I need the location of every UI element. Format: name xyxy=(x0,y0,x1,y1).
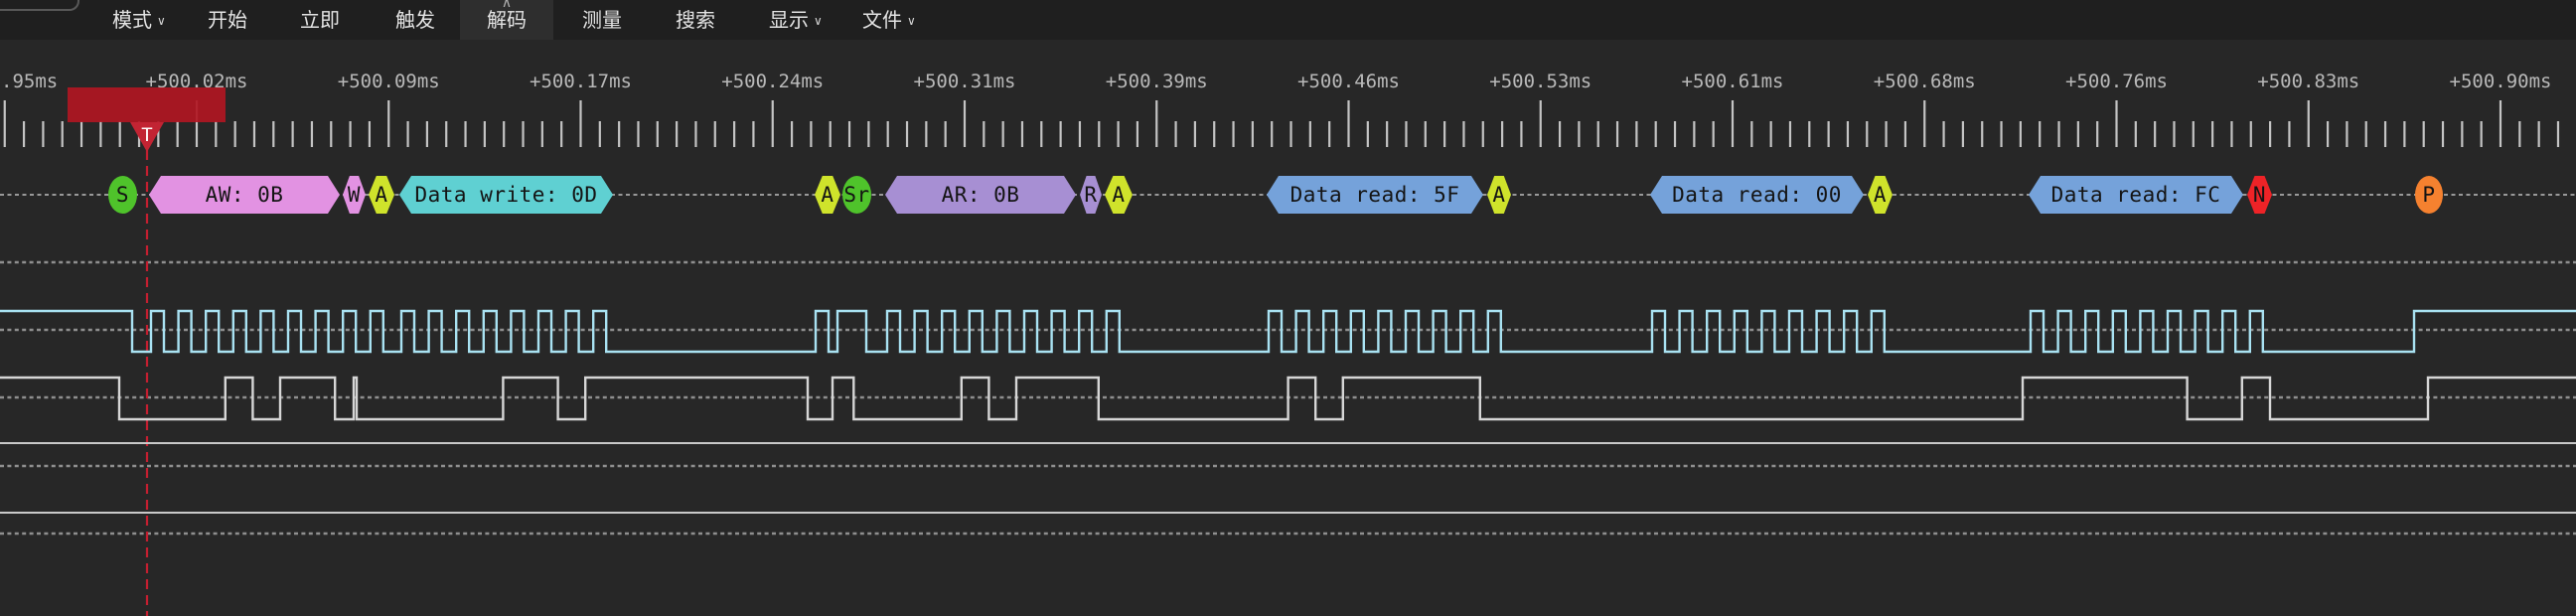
menu-item-start[interactable]: 开始 xyxy=(194,0,261,40)
active-tab-caret-icon: ∧ xyxy=(501,0,513,11)
menu-item-decode[interactable]: 解码∧ xyxy=(460,0,553,40)
ruler-timestamp: +500.39ms xyxy=(1105,71,1208,92)
decode-annotation: P xyxy=(2415,176,2443,214)
menu-item-label: 触发 xyxy=(395,8,435,32)
chevron-down-icon: ∨ xyxy=(157,14,166,28)
ruler-timestamp: +500.24ms xyxy=(721,71,825,92)
decode-annotation: R xyxy=(1080,176,1102,214)
ruler-edge-label: .95ms xyxy=(1,71,59,92)
menu-item-label: 立即 xyxy=(300,8,340,32)
waveform-ch1 xyxy=(0,309,2576,354)
chevron-down-icon: ∨ xyxy=(907,14,916,28)
decode-annotation: Sr xyxy=(842,176,871,214)
trigger-flag[interactable] xyxy=(68,87,226,122)
menu-item-label: 显示 xyxy=(769,8,809,32)
menu-item-trigger[interactable]: 触发 xyxy=(381,0,449,40)
ruler-timestamp: +500.90ms xyxy=(2449,71,2552,92)
decode-annotation: Data write: 0D xyxy=(399,176,613,214)
ruler-timestamp: +500.83ms xyxy=(2257,71,2360,92)
decode-annotation: W xyxy=(343,176,366,214)
ruler-timestamp: +500.53ms xyxy=(1489,71,1592,92)
menu-item-label: 解码 xyxy=(487,8,527,32)
decode-annotation: S xyxy=(108,176,137,214)
trigger-flag-pointer[interactable] xyxy=(130,122,164,152)
popup-panel-corner xyxy=(0,0,79,11)
waveform-ch2 xyxy=(0,376,2576,421)
ruler-timestamp: +500.61ms xyxy=(1681,71,1784,92)
ruler-timestamp: +500.17ms xyxy=(530,71,632,92)
decode-annotation: Data read: 5F xyxy=(1267,176,1483,214)
menu-item-label: 开始 xyxy=(208,8,247,32)
ruler-timestamp: +500.76ms xyxy=(2065,71,2168,92)
ruler-timestamp: +500.09ms xyxy=(337,71,440,92)
menu-item-label: 模式 xyxy=(112,8,152,32)
menu-item-search[interactable]: 搜索 xyxy=(662,0,729,40)
menu-item-label: 测量 xyxy=(582,8,622,32)
menu-item-measure[interactable]: 测量 xyxy=(568,0,636,40)
menu-bar: 模式 ∨ 开始 立即 触发 解码∧ 测量 搜索 显示 ∨ 文件 ∨ xyxy=(0,0,2576,40)
menu-item-label: 搜索 xyxy=(676,8,715,32)
ruler-timestamp: +500.46ms xyxy=(1297,71,1400,92)
decode-annotation: AW: 0B xyxy=(149,176,340,214)
menu-item-label: 文件 xyxy=(862,8,902,32)
menu-item-display[interactable]: 显示 ∨ xyxy=(755,0,836,40)
menu-item-file[interactable]: 文件 ∨ xyxy=(848,0,930,40)
ruler-timestamp: +500.02ms xyxy=(145,71,248,92)
decode-annotation: Data read: 00 xyxy=(1650,176,1864,214)
decode-annotation: Data read: FC xyxy=(2029,176,2243,214)
menu-item-immediate[interactable]: 立即 xyxy=(286,0,354,40)
menu-item-mode[interactable]: 模式 ∨ xyxy=(98,0,180,40)
trigger-label: T xyxy=(141,124,153,146)
ruler-timestamp: +500.31ms xyxy=(913,71,1016,92)
decode-annotation: AR: 0B xyxy=(885,176,1076,214)
ruler-timestamp: +500.68ms xyxy=(1873,71,1976,92)
chevron-down-icon: ∨ xyxy=(814,14,823,28)
